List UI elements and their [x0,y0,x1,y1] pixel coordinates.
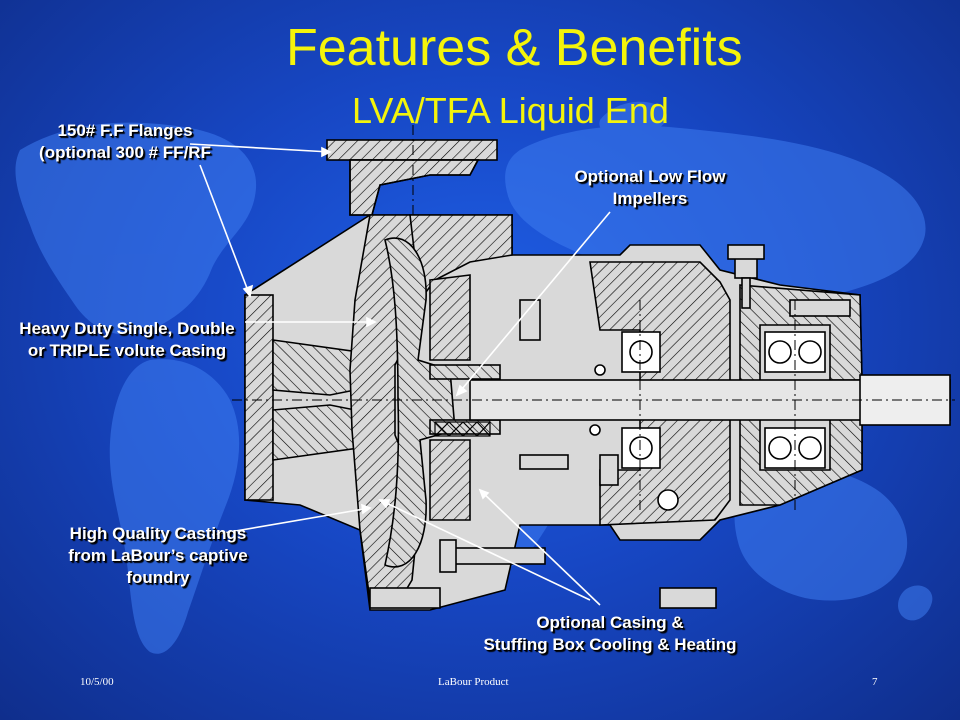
callout-flanges-line1: 150# F.F Flanges [57,121,193,140]
callout-castings-line3: foundry [126,568,190,587]
callout-casing-line2: or TRIPLE volute Casing [27,341,227,360]
callout-flanges-line2: (optional 300 # FF/RF [39,143,211,162]
callout-cooling: Optional Casing & Stuffing Box Cooling &… [460,612,760,656]
footer-page-number: 7 [872,676,878,688]
callout-impellers: Optional Low Flow Impellers [555,166,745,210]
callout-casing-line1: Heavy Duty Single, Double [19,319,235,338]
callout-impellers-line2: Impellers [612,189,688,208]
callout-castings-line1: High Quality Castings [69,524,247,543]
callout-castings: High Quality Castings from LaBour’s capt… [48,523,268,589]
callout-flanges: 150# F.F Flanges (optional 300 # FF/RF [30,120,220,164]
callout-castings-line2: from LaBour’s captive [68,546,248,565]
callout-impellers-line1: Optional Low Flow [574,167,726,186]
callout-casing: Heavy Duty Single, Double or TRIPLE volu… [2,318,252,362]
page-subtitle: LVA/TFA Liquid End [352,90,669,131]
page-title: Features & Benefits [286,19,743,77]
footer-date: 10/5/00 [80,676,114,688]
callout-cooling-line1: Optional Casing & [536,613,684,632]
callout-cooling-line2: Stuffing Box Cooling & Heating [483,635,737,654]
footer-center-text: LaBour Product [438,676,509,688]
